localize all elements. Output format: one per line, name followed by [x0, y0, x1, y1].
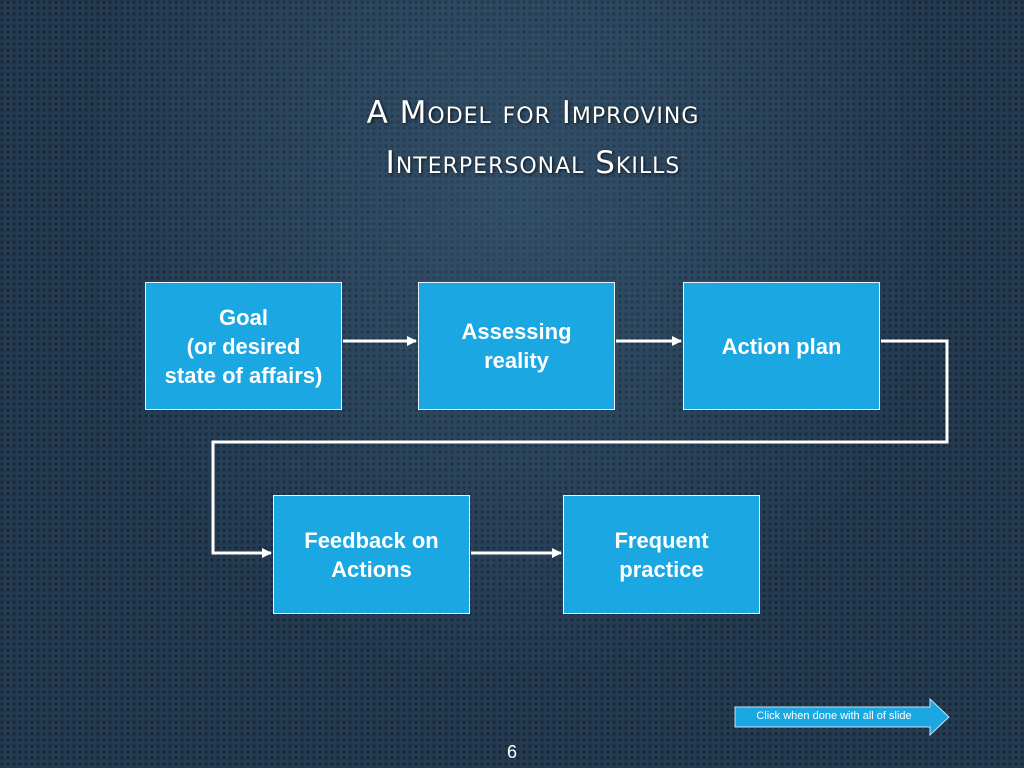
box-goal: Goal (or desired state of affairs)	[145, 282, 342, 410]
next-slide-button[interactable]: Click when done with all of slide	[734, 698, 950, 736]
box-feedback-line-1: Feedback on	[304, 528, 439, 553]
box-feedback-on-actions: Feedback on Actions	[273, 495, 470, 614]
box-feedback-line-2: Actions	[331, 557, 412, 582]
slide-title-line-1: A Model for Improving	[366, 95, 700, 131]
box-goal-line-2: (or desired	[186, 333, 301, 359]
right-arrow-icon	[734, 698, 950, 736]
box-assessing-reality: Assessing reality	[418, 282, 615, 410]
slide-title-line-2: Interpersonal Skills	[385, 145, 681, 181]
box-practice-line-1: Frequent	[614, 528, 709, 553]
box-action-plan-line-1: Action plan	[721, 333, 842, 359]
box-goal-line-1: Goal	[219, 304, 268, 330]
page-number: 6	[506, 742, 517, 762]
box-frequent-practice: Frequent practice	[563, 495, 760, 614]
box-assessing-line-2: reality	[484, 348, 549, 373]
box-practice-line-2: practice	[619, 557, 704, 582]
slide-title: A Model for Improving Interpersonal Skil…	[200, 88, 866, 188]
box-action-plan: Action plan	[683, 282, 880, 410]
box-assessing-line-1: Assessing	[461, 319, 572, 344]
next-slide-button-label: Click when done with all of slide	[756, 710, 912, 722]
box-goal-line-3: state of affairs)	[164, 362, 323, 388]
